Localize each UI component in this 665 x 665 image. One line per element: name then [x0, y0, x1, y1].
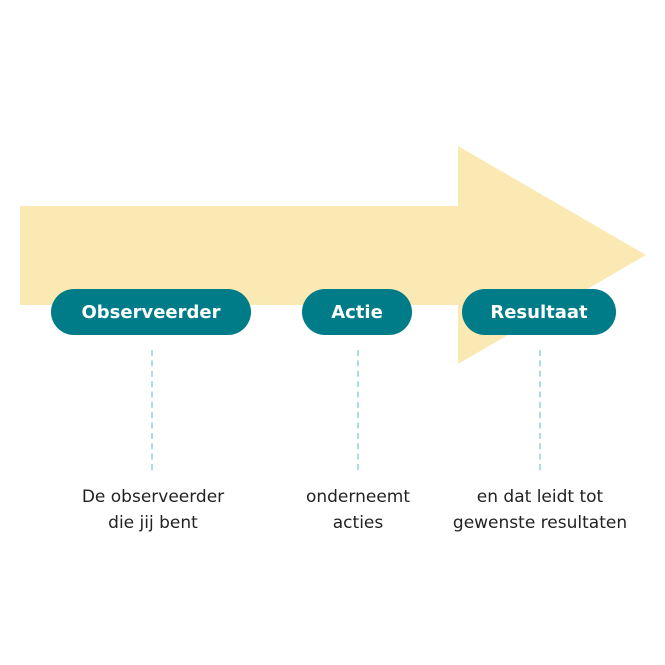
caption-line: onderneemt	[305, 487, 411, 507]
caption-line: De observeerder	[81, 487, 225, 507]
connector-observeerder	[151, 350, 153, 470]
caption-line: acties	[332, 513, 384, 533]
caption-actie: onderneemt acties	[248, 484, 468, 536]
caption-observeerder: De observeerder die jij bent	[43, 484, 263, 536]
step-observeerder-pill: Observeerder	[51, 289, 251, 335]
caption-line: en dat leidt tot	[476, 487, 604, 507]
connector-resultaat	[539, 350, 541, 470]
connector-actie	[357, 350, 359, 470]
caption-resultaat: en dat leidt tot gewenste resultaten	[430, 484, 650, 536]
caption-line: die jij bent	[108, 513, 198, 533]
step-actie-pill: Actie	[302, 289, 412, 335]
step-resultaat-pill: Resultaat	[462, 289, 616, 335]
caption-line: gewenste resultaten	[452, 513, 628, 533]
